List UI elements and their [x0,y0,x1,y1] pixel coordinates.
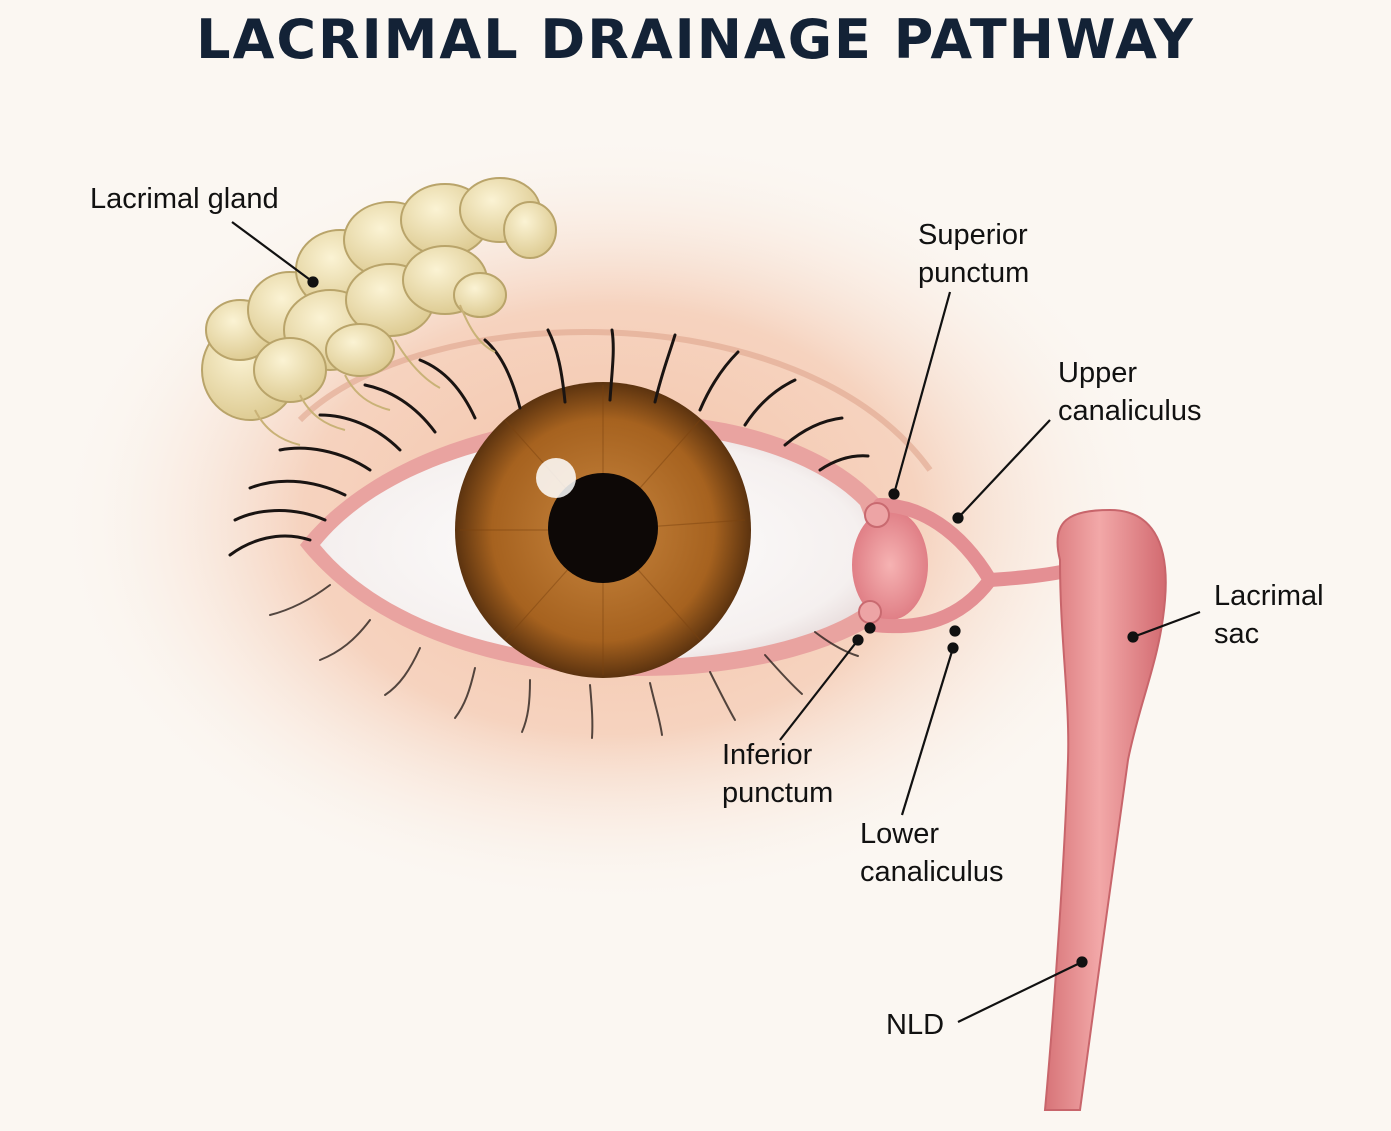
lacrimal-sac-label-line1: Lacrimal [1214,580,1324,612]
caruncle [852,510,928,620]
superior-punctum-label-line2: punctum [918,257,1030,289]
inferior-punctum-shape [858,600,882,624]
lower-canaliculus-label-line1: Lower [860,818,939,850]
lacrimal-gland-label: Lacrimal gland [90,183,279,215]
inferior-punctum-label: Inferior punctum [722,736,833,812]
nld-label: NLD [886,1009,945,1041]
diagram-title: LACRIMAL DRAINAGE PATHWAY [196,8,1195,71]
gland-ductules [254,304,496,446]
lacrimal-sac-and-duct [1043,508,1167,1111]
inferior-punctum-label-line2: punctum [722,777,834,809]
lower-canaliculus-label: Lower canaliculus [860,815,1003,891]
eye-highlight [536,458,576,498]
inferior-punctum-label-line1: Inferior [722,739,813,771]
lacrimal-sac-label: Lacrimal sac [1214,577,1324,653]
upper-canaliculus-label: Upper canaliculus [1058,354,1201,430]
pupil [548,473,658,583]
upper-canaliculus-label-line2: canaliculus [1058,395,1202,427]
upper-eyelashes [228,328,870,557]
lower-canaliculus-label-line2: canaliculus [860,856,1004,888]
lacrimal-sac-label-line2: sac [1214,618,1260,650]
upper-canaliculus-label-line1: Upper [1058,357,1137,389]
superior-punctum-label: Superior punctum [918,216,1029,292]
leader-lines [231,221,1201,1023]
superior-punctum-label-line1: Superior [918,219,1028,251]
lacrimal-gland-shape [201,177,557,421]
lower-eyelashes [269,584,859,739]
superior-punctum-shape [864,502,890,528]
